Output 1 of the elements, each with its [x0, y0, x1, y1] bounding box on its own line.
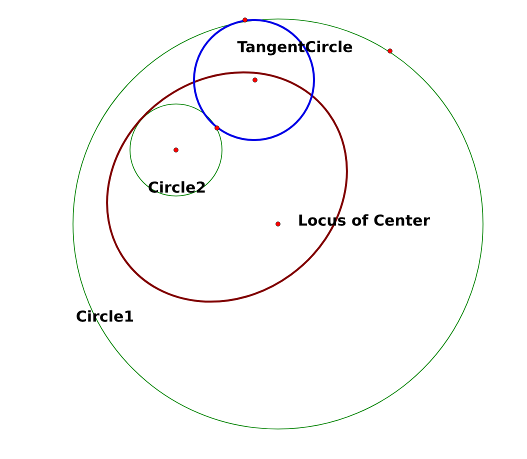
circle-label: Circle2	[148, 181, 205, 193]
